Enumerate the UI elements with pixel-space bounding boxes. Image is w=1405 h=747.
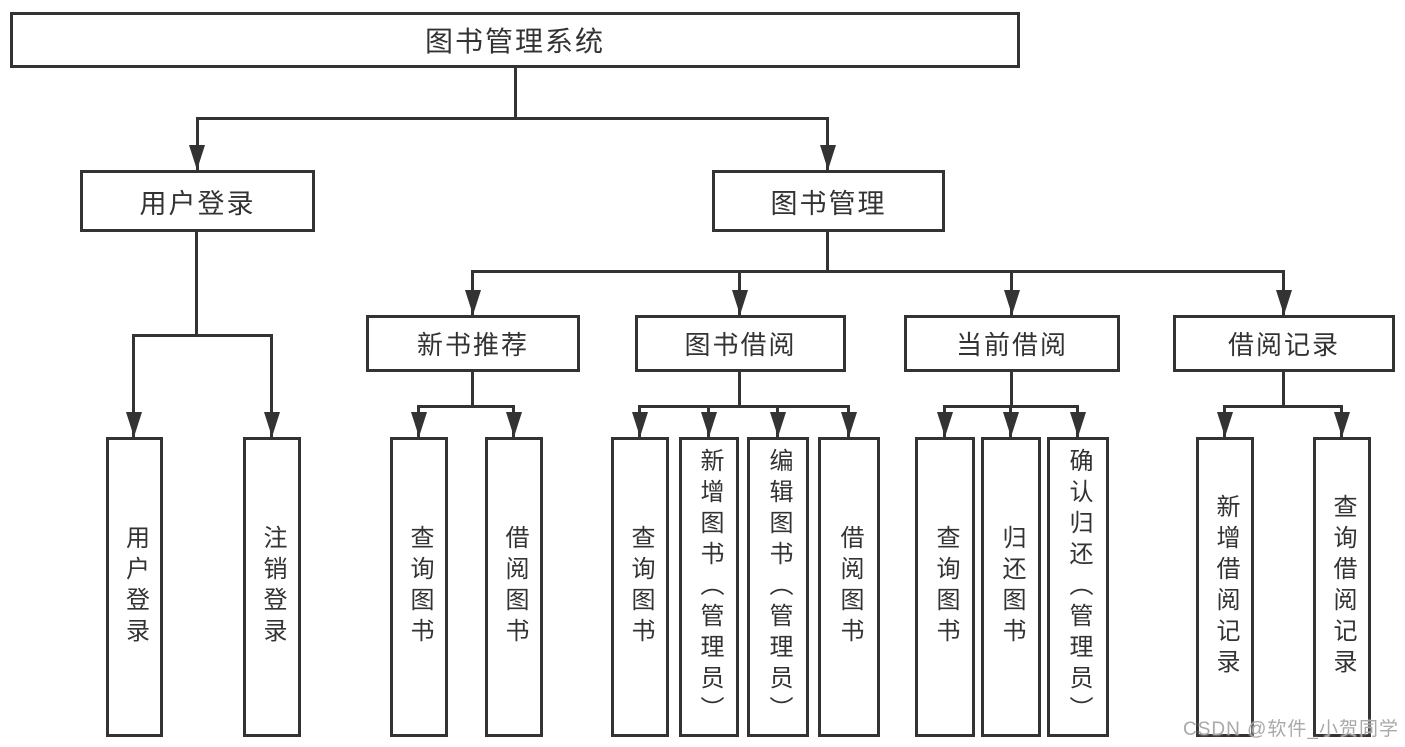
connector-current-borrow-stem [1010, 372, 1013, 407]
arrowhead-current-borrow [1004, 290, 1020, 315]
leaf-bb-add-books-admin: 新增图书（管理员） [679, 437, 739, 737]
node-user-login: 用户登录 [80, 170, 315, 232]
leaf-cb-confirm-return-admin: 确认归还（管理员） [1047, 437, 1109, 737]
connector-root-stem [514, 68, 517, 119]
connector-borrow-records-bar [1223, 405, 1343, 408]
arrowhead-bb-query [632, 412, 648, 437]
connector-user-login-stem [195, 232, 198, 336]
arrowhead-borrow-records [1276, 290, 1292, 315]
connector-drop-user-login [196, 117, 199, 170]
connector-book-borrow-stem [738, 372, 741, 407]
arrowhead-nb-borrow [506, 412, 522, 437]
leaf-logout: 注销登录 [243, 437, 301, 737]
arrowhead-leaf-login [126, 412, 142, 437]
node-book-management: 图书管理 [712, 170, 945, 232]
leaf-bb-borrow-books: 借阅图书 [818, 437, 880, 737]
connector-new-book-bar [417, 405, 515, 408]
connector-drop-leaf-logout [270, 336, 273, 437]
leaf-bb-edit-books-admin: 编辑图书（管理员） [747, 437, 809, 737]
leaf-bb-query-books: 查询图书 [611, 437, 669, 737]
leaf-nb-borrow-books: 借阅图书 [485, 437, 543, 737]
node-book-borrow: 图书借阅 [635, 315, 846, 372]
arrowhead-leaf-logout [264, 412, 280, 437]
connector-root-bar [196, 117, 829, 120]
connector-current-borrow-bar [943, 405, 1079, 408]
arrowhead-cb-confirm [1070, 412, 1086, 437]
arrowhead-book-borrow [732, 290, 748, 315]
watermark: CSDN @软件_小贺同学 [1183, 719, 1399, 740]
arrowhead-new-book [465, 290, 481, 315]
arrowhead-bb-add [701, 412, 717, 437]
arrowhead-br-add [1217, 412, 1233, 437]
leaf-nb-query-books: 查询图书 [390, 437, 448, 737]
connector-borrow-records-stem [1282, 372, 1285, 407]
arrowhead-cb-return [1003, 412, 1019, 437]
arrowhead-br-query [1334, 412, 1350, 437]
node-library-management-system: 图书管理系统 [10, 12, 1020, 68]
arrowhead-cb-query [937, 412, 953, 437]
node-borrow-records: 借阅记录 [1173, 315, 1395, 372]
connector-drop-leaf-login [132, 336, 135, 437]
connector-new-book-stem [471, 372, 474, 407]
leaf-cb-query-books: 查询图书 [915, 437, 975, 737]
arrowhead-user-login [189, 145, 205, 170]
node-current-borrow: 当前借阅 [904, 315, 1120, 372]
arrowhead-nb-query [411, 412, 427, 437]
arrowhead-bb-edit [770, 412, 786, 437]
connector-drop-book-management [826, 117, 829, 170]
connector-user-login-bar [132, 334, 273, 337]
leaf-br-query-record: 查询借阅记录 [1313, 437, 1371, 737]
leaf-br-add-record: 新增借阅记录 [1196, 437, 1254, 737]
arrowhead-book-management [820, 145, 836, 170]
connector-book-borrow-bar [638, 405, 850, 408]
arrowhead-bb-borrow [841, 412, 857, 437]
connector-book-management-stem [826, 232, 829, 272]
connector-book-management-bar [471, 270, 1285, 273]
leaf-user-login: 用户登录 [106, 437, 163, 737]
node-new-book-recommend: 新书推荐 [366, 315, 580, 372]
leaf-cb-return-books: 归还图书 [981, 437, 1041, 737]
